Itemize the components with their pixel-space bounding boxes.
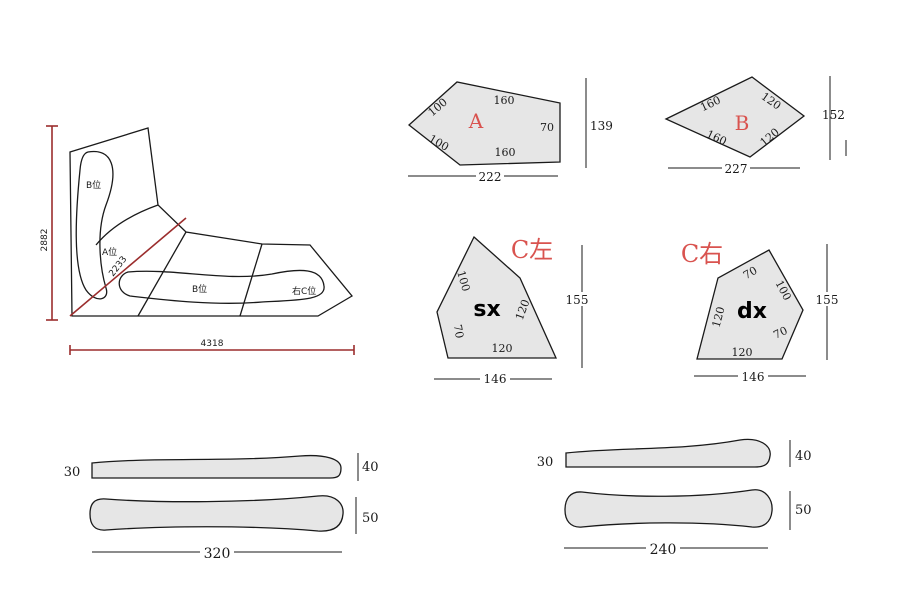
- label-mask: [476, 168, 504, 182]
- piece-a-label: A: [468, 109, 484, 133]
- piece-c-left-edge-bottom: 120: [492, 342, 513, 355]
- piece-c-left-code: sx: [473, 297, 500, 322]
- piece-c-right-edge-top: 70: [741, 264, 760, 282]
- piece-b-width: 227: [725, 162, 748, 176]
- seat-label-b-vertical: B位: [86, 179, 101, 191]
- piece-a-edge-bottom: 160: [495, 146, 516, 159]
- piece-b-label: B: [735, 111, 750, 135]
- section-divider: [239, 243, 263, 317]
- cushion-long-length: 320: [204, 546, 231, 562]
- piece-c-right-width: 146: [742, 370, 765, 384]
- label-mask: [480, 371, 510, 385]
- label-mask: [562, 292, 592, 306]
- piece-c-right-shape: [696, 249, 804, 360]
- piece-c-left-edge-bottom-left: 70: [451, 323, 466, 339]
- piece-a-edge-top: 160: [494, 94, 515, 107]
- cushions-short: 30 40 50 240: [537, 438, 812, 558]
- cushion-short-bottom: [564, 489, 773, 528]
- piece-c-left: C左 sx 100 120 70 120 155 146: [434, 235, 592, 386]
- section-divider: [137, 231, 187, 317]
- label-mask: [812, 292, 842, 306]
- cushion-long-bottom-height: 50: [362, 511, 379, 526]
- piece-a-height: 139: [590, 119, 613, 133]
- cushion-long-bottom: [89, 495, 344, 532]
- cushions-long: 30 40 50 320: [64, 453, 379, 562]
- piece-a-edge-right: 70: [540, 121, 554, 134]
- piece-c-left-edge-left: 100: [454, 269, 472, 293]
- piece-c-right-height: 155: [816, 293, 839, 307]
- cushion-short-length: 240: [650, 542, 677, 558]
- piece-a-shape: [407, 81, 561, 166]
- width-dimension-label: 4318: [201, 339, 224, 349]
- piece-c-right-edge-bottom: 120: [732, 346, 753, 359]
- label-mask: [646, 540, 680, 556]
- piece-c-right: C右 dx 70 100 120 70 120 155 146: [681, 240, 842, 384]
- label-mask: [722, 160, 750, 174]
- piece-b-height: 152: [822, 108, 845, 122]
- cushion-long-thin-end: 30: [64, 465, 81, 480]
- seat-label-b-horizontal: B位: [192, 283, 207, 295]
- cushion-short-bottom-height: 50: [795, 503, 812, 518]
- piece-c-left-height: 155: [566, 293, 589, 307]
- piece-c-right-edge-right: 70: [771, 324, 789, 342]
- piece-c-left-shape: [436, 235, 558, 359]
- seat-pad-vertical: [75, 150, 114, 300]
- seat-pad-horizontal: [118, 269, 325, 304]
- label-mask: [738, 368, 768, 382]
- piece-c-right-code: dx: [737, 299, 767, 324]
- seat-label-c-right: 右C位: [292, 285, 316, 297]
- diagonal-dimension-line: [69, 217, 187, 317]
- piece-a: A 100 160 70 160 100 139 222: [407, 78, 613, 184]
- sofa-floor-plan: 2882 2233 4318 B位 A位 B位 右C位: [40, 125, 355, 355]
- section-divider: [95, 204, 159, 246]
- piece-c-left-width: 146: [484, 372, 507, 386]
- cushion-short-top: [565, 438, 771, 468]
- cushion-short-top-height: 40: [795, 449, 812, 464]
- height-dimension-label: 2882: [40, 229, 50, 252]
- piece-a-width: 222: [479, 170, 502, 184]
- piece-c-right-label: C右: [681, 240, 723, 268]
- seat-label-a: A位: [102, 246, 117, 258]
- cushion-long-top-height: 40: [362, 460, 379, 475]
- piece-b-shape: [664, 76, 806, 158]
- sofa-outline: [69, 127, 353, 317]
- piece-b: B 160 120 160 120 152 227: [664, 76, 847, 176]
- piece-c-right-edge-left: 120: [710, 305, 728, 329]
- cushion-short-thin-end: 30: [537, 455, 554, 470]
- piece-c-left-label: C左: [511, 236, 553, 264]
- label-mask: [200, 544, 234, 560]
- cushion-long-top: [91, 454, 342, 479]
